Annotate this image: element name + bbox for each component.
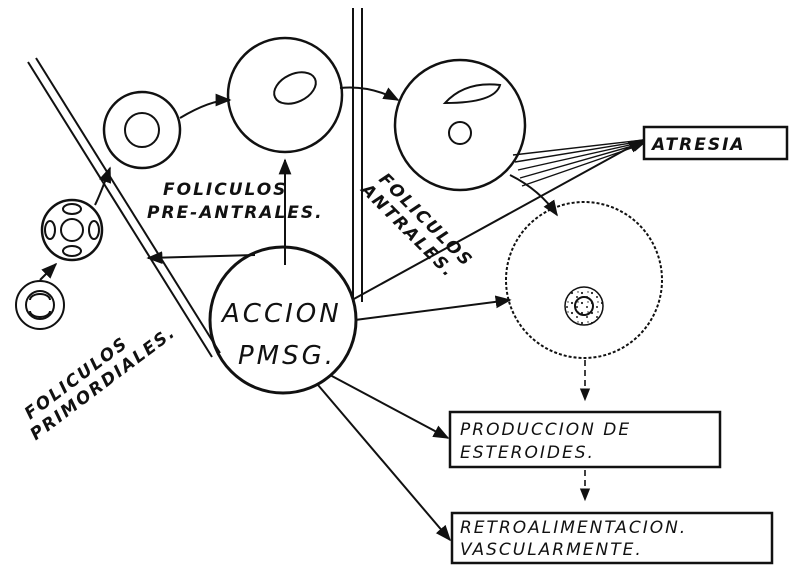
atresia-label: ATRESIA xyxy=(650,135,746,155)
preantrales-label-line1: FOLICULOS xyxy=(163,180,287,200)
accion-label-line1: ACCION xyxy=(220,299,342,329)
preantral-follicle-large xyxy=(228,38,342,152)
accion-label-line2: PMSG. xyxy=(238,341,336,371)
primordial-follicle-large xyxy=(42,200,102,260)
antral-follicle-early xyxy=(395,60,525,190)
antral-follicle-mature xyxy=(506,202,662,358)
preantrales-label-line2: PRE-ANTRALES. xyxy=(147,203,324,223)
retro-label-line2: VASCULARMENTE. xyxy=(460,540,643,560)
produccion-label-line1: PRODUCCION DE xyxy=(460,420,631,440)
primordial-follicle-small xyxy=(16,281,64,329)
retro-label-line1: RETROALIMENTACION. xyxy=(460,518,687,538)
antrales-label: FOLICULOS ANTRALES. xyxy=(355,164,476,285)
produccion-label-line2: ESTEROIDES. xyxy=(460,443,595,463)
primordiales-label: FOLICULOS PRIMORDIALES. xyxy=(15,306,180,445)
preantral-follicle-small xyxy=(104,92,180,168)
primordiales-label-line2: PRIMORDIALES. xyxy=(27,322,180,445)
